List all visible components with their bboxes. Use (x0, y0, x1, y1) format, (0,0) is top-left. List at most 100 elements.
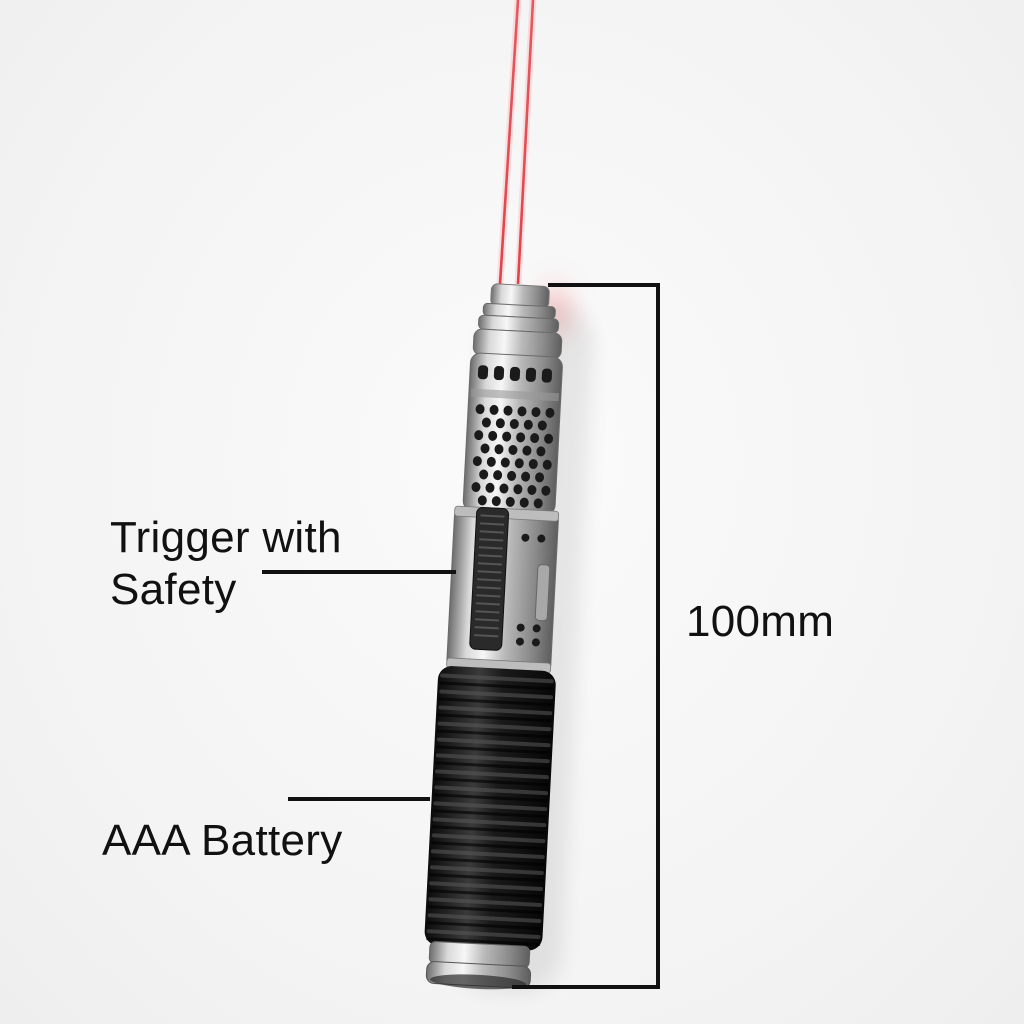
vent-hole (519, 497, 529, 508)
vent-hole (531, 407, 541, 418)
vent-hole (491, 496, 501, 507)
grip-ring-groove (426, 937, 541, 947)
trigger-ridge (480, 514, 505, 518)
vent-hole (480, 443, 490, 454)
side-hole (537, 534, 546, 543)
grip-ring-groove (437, 729, 552, 739)
vent-hole (544, 433, 554, 444)
grip-ring-groove (427, 905, 542, 915)
grip-ring-groove (437, 713, 552, 723)
vent-hole (528, 459, 538, 470)
trigger-ridge (476, 586, 501, 590)
vent-hole (536, 446, 546, 457)
vent-hole (481, 417, 491, 428)
vent-hole (527, 484, 537, 495)
battery-grip (424, 666, 556, 951)
grip-ring (426, 929, 541, 939)
grip-ring (433, 801, 548, 812)
vent-hole (517, 406, 527, 417)
vent-hole (535, 472, 545, 483)
vent-hole (516, 432, 526, 443)
vent-hole (499, 483, 509, 494)
vent-hole (485, 482, 495, 493)
trigger-ridge (475, 602, 500, 606)
vent-hole (507, 470, 517, 481)
vent-hole (486, 456, 496, 467)
trigger-section (446, 505, 560, 674)
emitter-tip (472, 283, 563, 360)
vent-hole (500, 457, 510, 468)
grip-ring (438, 705, 553, 716)
grip-ring-groove (432, 825, 547, 835)
trigger-ridge (479, 538, 504, 542)
vent-slot (525, 367, 537, 382)
vent-hole (494, 444, 504, 455)
vent-hole (530, 433, 540, 444)
grip-ring (428, 897, 543, 907)
trigger-ridge (475, 618, 500, 622)
vent-slot (477, 365, 489, 380)
grip-ring-groove (435, 761, 550, 771)
vent-hole (477, 495, 487, 506)
perforated-head (462, 352, 563, 516)
trigger-ridge (477, 562, 503, 566)
battery-callout-label: AAA Battery (102, 816, 343, 865)
grip-ring-groove (428, 889, 543, 899)
grip-ring (432, 817, 547, 828)
vent-hole (513, 484, 523, 495)
vent-hole (537, 420, 547, 431)
vent-hole (489, 404, 499, 415)
vent-hole (502, 431, 512, 442)
vent-hole (493, 470, 503, 481)
grip-ring (439, 689, 554, 700)
grip-ring (430, 849, 545, 860)
vent-hole (508, 444, 518, 455)
vent-hole (472, 456, 482, 467)
length-dimension-label: 100mm (686, 597, 835, 646)
grip-ring-groove (433, 793, 548, 803)
trigger-ridge (478, 546, 503, 550)
grip-ring (435, 769, 549, 780)
vent-hole (474, 430, 484, 441)
side-hole (521, 533, 530, 542)
vent-hole (503, 405, 513, 416)
grip-ring (437, 721, 552, 732)
vent-slot (509, 366, 521, 381)
grip-ring (440, 673, 554, 684)
side-hole (531, 638, 540, 647)
laser-pointer-body (424, 283, 594, 993)
grip-ring (434, 785, 549, 796)
grip-ring-groove (439, 681, 554, 691)
vent-hole (495, 418, 505, 429)
vent-hole (488, 430, 498, 441)
grip-ring-groove (431, 841, 546, 851)
vent-hole (541, 485, 551, 496)
grip-ring (427, 913, 542, 923)
side-hole (516, 623, 525, 632)
vent-slot (493, 366, 505, 381)
vent-hole (521, 471, 531, 482)
vent-hole (475, 404, 485, 415)
end-cap (425, 941, 532, 990)
grip-ring-groove (438, 697, 553, 707)
trigger-ridge (474, 626, 499, 630)
grip-ring-groove (432, 809, 547, 819)
vent-hole (471, 482, 481, 493)
grip-ring (429, 881, 544, 892)
vent-hole (509, 418, 519, 429)
grip-ring-groove (430, 857, 545, 867)
trigger-ridge (477, 570, 502, 574)
vent-hole (542, 459, 552, 470)
grip-ring-groove (434, 777, 549, 787)
vent-hole (514, 458, 524, 469)
trigger-ridge (475, 610, 500, 614)
vent-hole (523, 419, 533, 430)
trigger-ridge (476, 594, 501, 598)
vent-hole (522, 445, 532, 456)
grip-ring (431, 833, 546, 844)
grip-ring (435, 753, 550, 764)
vent-hole (533, 498, 543, 509)
grip-ring-groove (429, 873, 544, 883)
